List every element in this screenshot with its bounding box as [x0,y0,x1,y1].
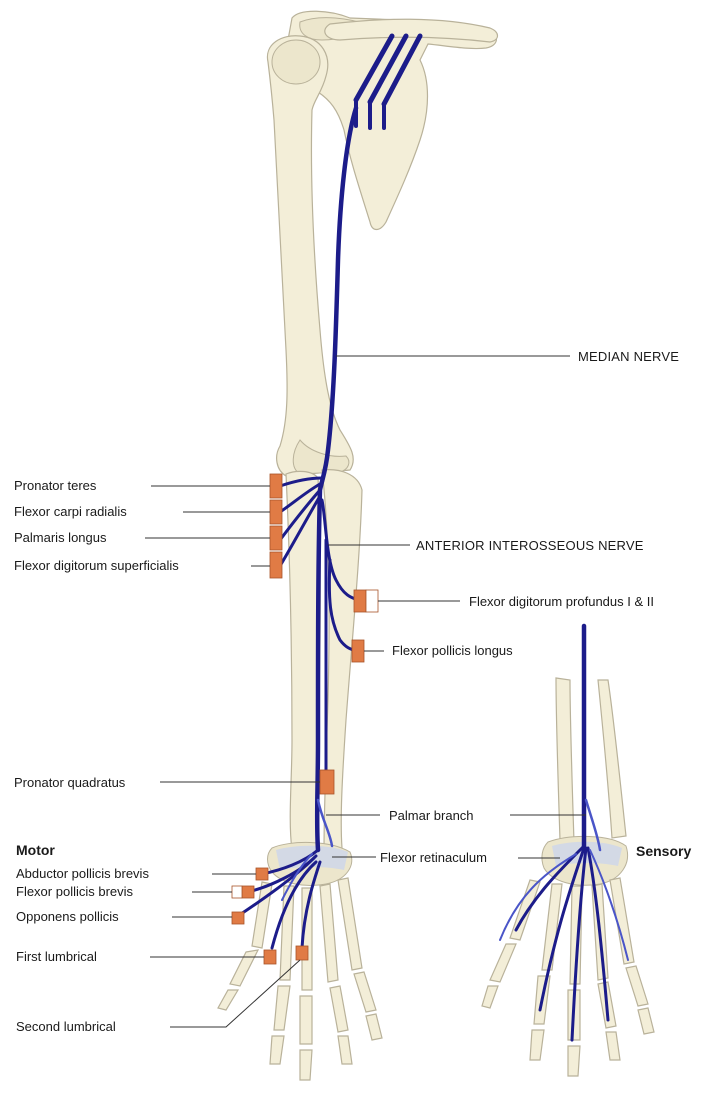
label-opponens-pollicis: Opponens pollicis [16,909,119,924]
label-median-nerve: MEDIAN NERVE [578,349,679,364]
label-first-lumbrical: First lumbrical [16,949,97,964]
label-anterior-interosseous-nerve: ANTERIOR INTEROSSEOUS NERVE [416,538,644,553]
label-flexor-retinaculum: Flexor retinaculum [380,850,487,865]
marker-second-lumbrical [296,946,308,960]
label-pronator-quadratus: Pronator quadratus [14,775,125,790]
label-sensory: Sensory [636,844,691,859]
marker-palmaris-longus [270,526,282,550]
label-flexor-pollicis-longus: Flexor pollicis longus [392,643,513,658]
label-abductor-pollicis-brevis: Abductor pollicis brevis [16,866,149,881]
marker-flexor-pollicis-longus [352,640,364,662]
marker-flexor-carpi-radialis [270,500,282,524]
hand-bones [218,842,382,1080]
label-flexor-digitorum-superficialis: Flexor digitorum superficialis [14,558,179,573]
label-flexor-pollicis-brevis: Flexor pollicis brevis [16,884,133,899]
sensory-hand [482,626,654,1076]
label-motor: Motor [16,843,55,858]
marker-opponens-pollicis [232,912,244,924]
marker-first-lumbrical [264,950,276,964]
marker-flexor-pollicis-brevis [242,886,254,898]
label-flexor-digitorum-profundus: Flexor digitorum profundus I & II [469,594,654,609]
label-second-lumbrical: Second lumbrical [16,1019,116,1034]
marker-abductor-pollicis-brevis [256,868,268,880]
marker-flexor-digitorum-superficialis [270,552,282,578]
marker-flexor-digitorum-profundus [354,590,366,612]
marker-pronator-teres [270,474,282,498]
label-palmar-branch: Palmar branch [389,808,474,823]
marker-pronator-quadratus [320,770,334,794]
label-pronator-teres: Pronator teres [14,478,96,493]
label-flexor-carpi-radialis: Flexor carpi radialis [14,504,127,519]
label-palmaris-longus: Palmaris longus [14,530,107,545]
